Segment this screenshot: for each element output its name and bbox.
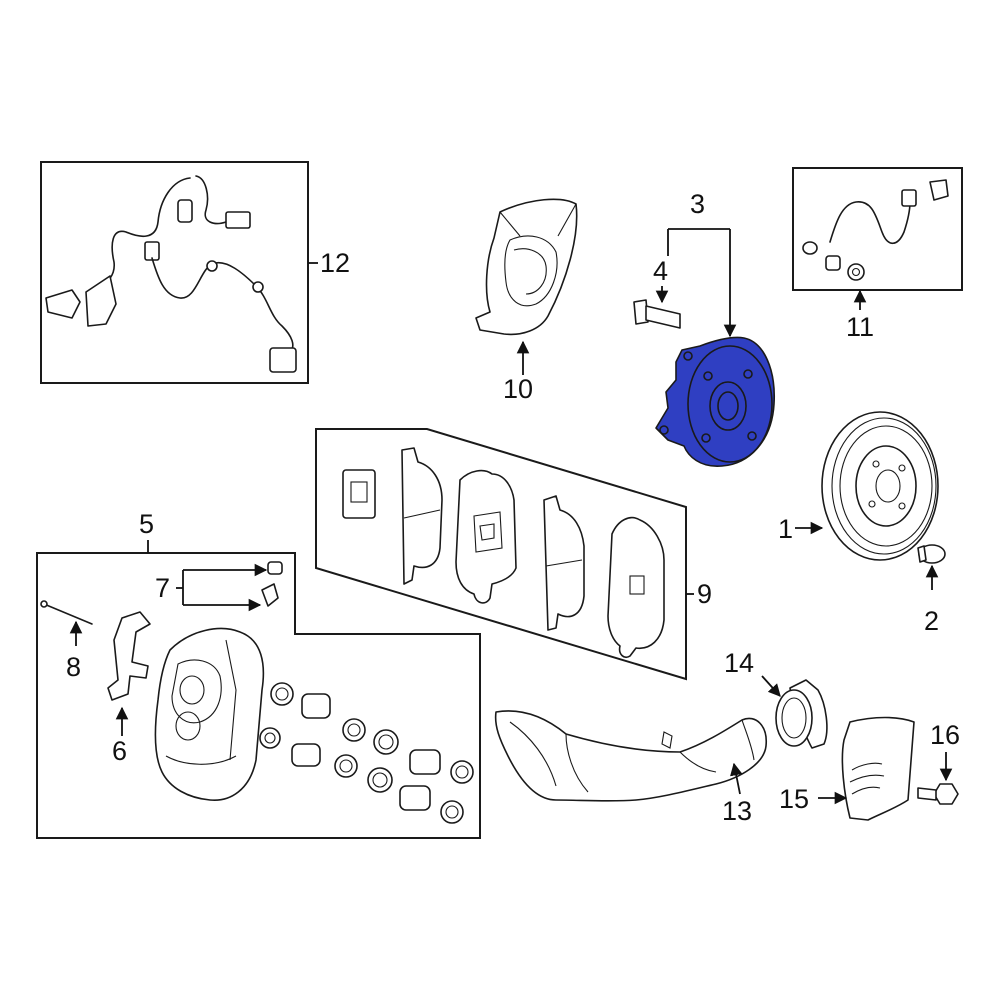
brake-cooling-duct[interactable]: 13: [494, 710, 767, 826]
deflector-bolt[interactable]: 16: [917, 720, 960, 805]
caliper-pin[interactable]: 8: [40, 600, 93, 682]
callout-1: 1: [778, 514, 793, 544]
duct-adapter[interactable]: 14: [724, 648, 828, 749]
callout-12: 12: [320, 248, 350, 278]
brake-caliper-assembly[interactable]: 5: [36, 509, 481, 839]
callout-11: 11: [846, 312, 874, 342]
brake-hose[interactable]: 11: [792, 167, 963, 342]
callout-16: 16: [930, 720, 960, 750]
bleeder-screw-set[interactable]: 7: [155, 561, 283, 612]
brake-splash-shield[interactable]: 10: [475, 198, 578, 404]
callout-13: 13: [722, 796, 752, 826]
callout-8: 8: [66, 652, 81, 682]
callout-7: 7: [155, 573, 170, 603]
abs-sensor-harness[interactable]: 12: [40, 161, 350, 384]
callout-3: 3: [690, 189, 705, 219]
callout-14: 14: [724, 648, 754, 678]
hub-bolt[interactable]: 4: [633, 256, 681, 329]
callout-15: 15: [779, 784, 809, 814]
brake-pad-set[interactable]: 9: [315, 428, 712, 681]
callout-6: 6: [112, 736, 127, 766]
pad-clip[interactable]: 6: [107, 611, 151, 766]
air-deflector[interactable]: 15: [779, 716, 915, 821]
callout-9: 9: [697, 579, 712, 609]
callout-5: 5: [139, 509, 154, 539]
callout-10: 10: [503, 374, 533, 404]
rotor-screw[interactable]: 2: [917, 544, 946, 636]
callout-4: 4: [653, 256, 668, 286]
callout-2: 2: [924, 606, 939, 636]
wheel-hub-assembly[interactable]: 3: [655, 189, 775, 467]
brake-rotor[interactable]: 1: [778, 411, 939, 561]
